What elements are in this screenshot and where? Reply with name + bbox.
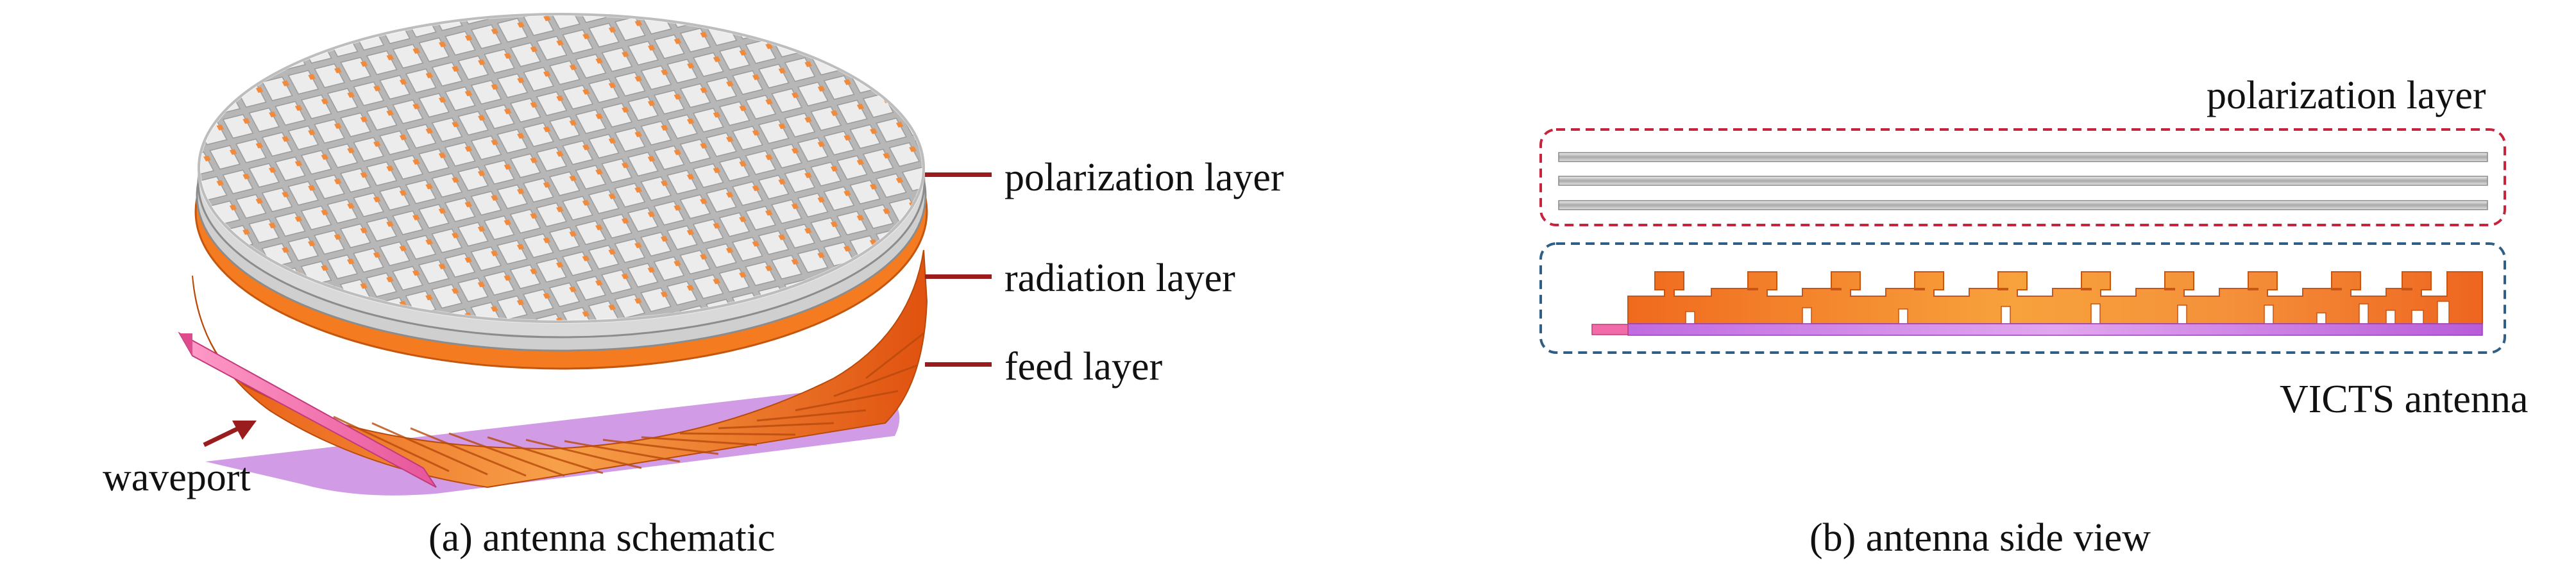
leader-polarization bbox=[925, 172, 992, 177]
victs-antenna-box bbox=[1539, 242, 2506, 354]
victs-feed-body bbox=[1627, 271, 2483, 324]
feed-ridges bbox=[333, 332, 924, 477]
caption-antenna-schematic: (a) antenna schematic bbox=[428, 516, 775, 560]
polarization-bar-2 bbox=[1558, 176, 2488, 186]
waveport-arrow bbox=[203, 421, 257, 447]
antenna-side-view-drawing bbox=[1539, 128, 2506, 354]
leader-feed bbox=[925, 362, 992, 367]
caption-antenna-side-view: (b) antenna side view bbox=[1809, 516, 2151, 560]
victs-antenna-label: VICTS antenna bbox=[2280, 378, 2529, 421]
feed-layer-label: feed layer bbox=[1004, 345, 1163, 388]
waveport-label: waveport bbox=[103, 456, 251, 499]
polarization-layer-box bbox=[1539, 128, 2506, 226]
victs-slots bbox=[1685, 301, 2450, 324]
victs-base-plate bbox=[1627, 323, 2483, 336]
polarization-layer-top bbox=[198, 13, 925, 323]
side-polarization-layer-label: polarization layer bbox=[2207, 74, 2486, 117]
ground-plate bbox=[205, 385, 900, 496]
leader-radiation bbox=[925, 274, 992, 279]
polarization-bar-3 bbox=[1558, 200, 2488, 210]
antenna-schematic-panel: polarization layer radiation layer feed … bbox=[103, 12, 1284, 560]
radiation-layer-label: radiation layer bbox=[1004, 256, 1235, 300]
victs-waveport bbox=[1591, 324, 1629, 335]
antenna-schematic-drawing bbox=[178, 12, 992, 496]
polarization-layer-label: polarization layer bbox=[1004, 156, 1284, 199]
polarization-bar-1 bbox=[1558, 152, 2488, 162]
antenna-side-view-panel: polarization layer VICTS antenna (b) ant… bbox=[1411, 0, 2576, 568]
